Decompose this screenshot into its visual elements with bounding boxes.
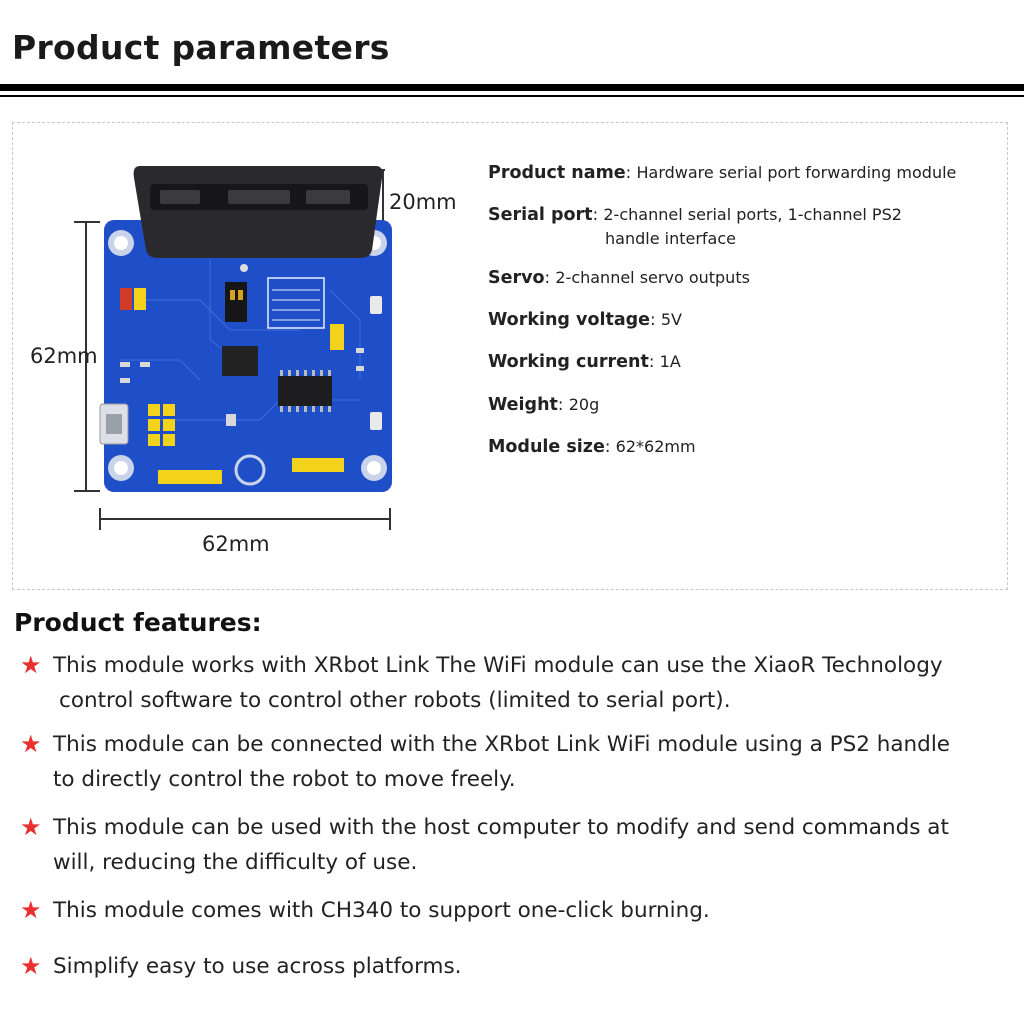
title-divider-thin	[0, 95, 1024, 97]
star-icon: ★	[20, 952, 42, 980]
spec-serial-port-cont: handle interface	[605, 229, 736, 248]
spec-serial-port: Serial port: 2-channel serial ports, 1-c…	[488, 205, 902, 225]
header-pins	[148, 404, 344, 484]
star-icon: ★	[20, 730, 42, 758]
spec-weight: Weight: 20g	[488, 395, 600, 415]
spec-servo: Servo: 2-channel servo outputs	[488, 268, 750, 288]
parameters-panel	[12, 122, 1008, 590]
spec-product-name: Product name: Hardware serial port forwa…	[488, 163, 957, 183]
star-icon: ★	[20, 651, 42, 679]
dimension-label-board-width: 62mm	[202, 532, 270, 556]
spec-working-voltage: Working voltage: 5V	[488, 310, 682, 330]
logic-chip	[278, 376, 332, 406]
module-board-image	[74, 166, 392, 530]
features-title: Product features:	[14, 608, 262, 637]
dimension-label-board-height: 62mm	[30, 344, 98, 368]
dimension-label-height-connector: 20mm	[389, 190, 457, 214]
title-divider-thick	[0, 84, 1024, 91]
ps2-connector	[133, 166, 383, 258]
product-image-area: 20mm 62mm 62mm	[30, 166, 457, 556]
ch340-chip	[222, 346, 258, 376]
spec-module-size: Module size: 62*62mm	[488, 437, 696, 457]
page-title: Product parameters	[12, 28, 390, 67]
star-icon: ★	[20, 896, 42, 924]
star-icon: ★	[20, 813, 42, 841]
spec-working-current: Working current: 1A	[488, 352, 681, 372]
